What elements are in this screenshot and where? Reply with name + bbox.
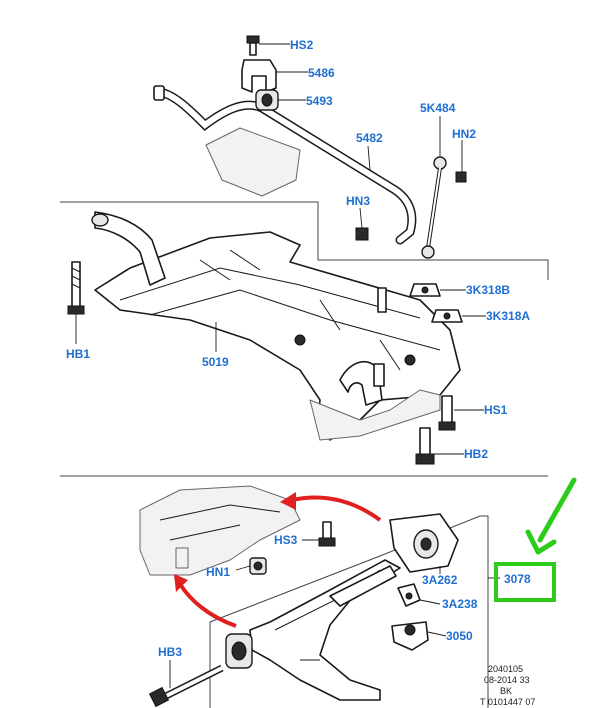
front-bush: [225, 633, 253, 669]
ref-line-4: T 0101447 07: [480, 697, 535, 707]
reference-block: 2040105 08-2014 33 BK T 0101447 07: [480, 664, 535, 707]
bolt-hs1: [438, 395, 456, 431]
label-3078: 3078: [504, 572, 531, 586]
label-hn2: HN2: [452, 127, 476, 141]
clip-3a238: [397, 583, 421, 607]
stabilizer-link-5k484: [421, 156, 447, 259]
stabilizer-bar: [153, 85, 417, 245]
highlight-callout: [494, 477, 577, 602]
label-5k484: 5K484: [420, 101, 456, 115]
nut-hn3: [355, 227, 369, 241]
highlight-box-3078: [494, 562, 556, 602]
ref-line-2: 08-2014 33: [484, 675, 530, 685]
motion-arrows: [174, 492, 382, 628]
label-hb2: HB2: [464, 447, 488, 461]
subframe-5019: [91, 211, 461, 441]
label-hs3: HS3: [274, 533, 298, 547]
bolt-hb2: [415, 427, 435, 465]
label-3a262: 3A262: [422, 573, 458, 587]
part-labels: HS2 5486 5493 5K484 HN2 5482 HN3 3K318B …: [66, 38, 531, 659]
ref-line-3: BK: [500, 686, 512, 696]
label-3k318a: 3K318A: [486, 309, 530, 323]
label-hb3: HB3: [158, 645, 182, 659]
label-hn1: HN1: [206, 565, 230, 579]
label-5486: 5486: [308, 66, 335, 80]
bolt-hb1: [67, 261, 85, 315]
label-hs2: HS2: [290, 38, 314, 52]
bush-5493: [255, 89, 279, 111]
clamp-bracket-5486: [241, 59, 277, 93]
label-hn3: HN3: [346, 194, 370, 208]
lower-arm-3078: [249, 559, 401, 701]
bolt-hs3: [318, 521, 336, 547]
ref-line-1: 2040105: [488, 664, 523, 674]
label-hs1: HS1: [484, 403, 508, 417]
bracket-3k318a: [431, 309, 463, 323]
label-5482: 5482: [356, 131, 383, 145]
highlight-arrow-shaft: [537, 477, 577, 543]
label-hb1: HB1: [66, 347, 90, 361]
bush-3a262: [389, 513, 459, 573]
subframe-detail-view: [139, 485, 301, 576]
nut-hn1: [249, 557, 267, 575]
leader-lines: [75, 43, 500, 688]
bolt-hb3: [148, 664, 224, 708]
highlight-arrow-head: [525, 529, 557, 555]
nut-hn2: [455, 171, 467, 183]
bolt-hs2: [246, 35, 260, 56]
label-3050: 3050: [446, 629, 473, 643]
bracket-3k318b: [409, 283, 441, 297]
label-3k318b: 3K318B: [466, 283, 510, 297]
label-5019: 5019: [202, 355, 229, 369]
label-3a238: 3A238: [442, 597, 478, 611]
ball-joint-3050: [391, 621, 429, 651]
label-5493: 5493: [306, 94, 333, 108]
